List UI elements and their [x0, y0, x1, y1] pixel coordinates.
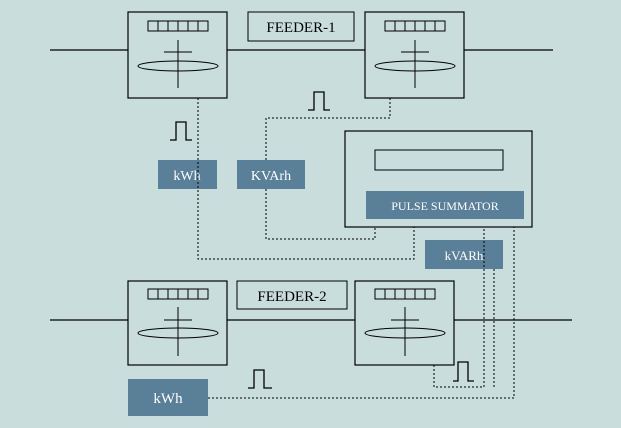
- pulse-summator-label: PULSE SUMMATOR: [391, 199, 498, 213]
- meter-feeder1-right: [364, 11, 465, 99]
- meter-feeder1-left: [127, 11, 228, 99]
- pulse-summator-label-box: [366, 191, 524, 219]
- pulse-symbol: [308, 91, 330, 111]
- kvarh-1-label: KVArh: [251, 169, 291, 184]
- feeder2-label-box: [236, 280, 348, 310]
- pulse-symbol: [248, 369, 272, 389]
- pulse-symbol: [170, 121, 192, 141]
- pulse-symbol: [453, 361, 474, 382]
- signal-wiring: [197, 98, 515, 399]
- summator-display: [374, 149, 504, 171]
- feeder2-label: FEEDER-2: [257, 289, 326, 305]
- feeder1-label: FEEDER-1: [266, 20, 335, 36]
- kvarh-1-box: [237, 160, 305, 189]
- kvarh-2-label: kVARh: [445, 248, 484, 263]
- meter-feeder2-right: [354, 280, 455, 366]
- kwh-2-label: kWh: [153, 391, 183, 407]
- meter-feeder2-left: [127, 280, 228, 366]
- kvarh-2-box: [425, 240, 503, 269]
- kwh-2-box: [128, 379, 208, 416]
- kwh-1-label: kWh: [173, 169, 200, 184]
- kwh-1-box: [158, 160, 217, 189]
- feeder1-label-box: [247, 11, 355, 42]
